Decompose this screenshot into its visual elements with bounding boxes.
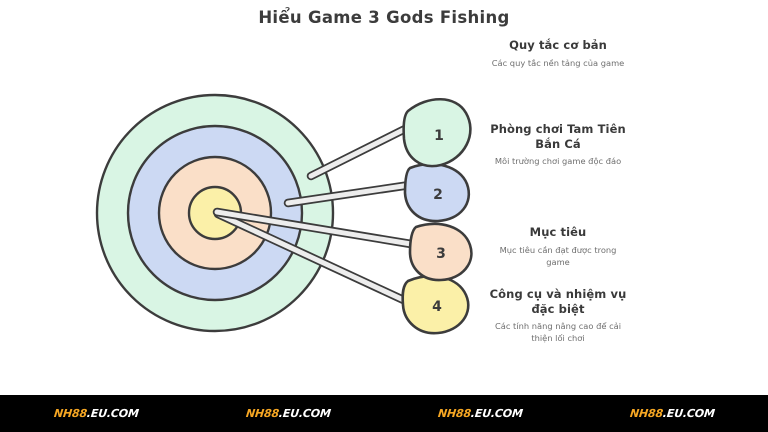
dart-4-flag [401,274,470,335]
section-3: Mục tiêu Mục tiêu cần đạt được trong gam… [488,225,628,268]
watermark-2-tld: .EU.COM [277,407,332,420]
dart-4-number: 4 [432,299,442,315]
watermark-slot-4: NH88.EU.COM [576,407,768,420]
section-1-body: Các quy tắc nền tảng của game [491,57,625,68]
target-and-darts-illustration: 4 3 2 1 [95,93,473,335]
watermark-3-brand: NH88 [436,407,472,420]
watermark-slot-3: NH88.EU.COM [384,407,576,420]
watermark-bar: NH88.EU.COM NH88.EU.COM NH88.EU.COM NH88… [0,395,768,432]
dart-1-number: 1 [434,128,444,144]
section-1-heading: Quy tắc cơ bản [509,38,607,52]
dart-2[interactable]: 2 [283,162,470,223]
dart-3-number: 3 [436,246,446,262]
section-2-body: Môi trường chơi game độc đáo [494,156,622,167]
watermark-2-brand: NH88 [244,407,280,420]
watermark-4-brand: NH88 [628,407,664,420]
dart-2-shaft-fill [285,182,413,206]
watermark-4-tld: .EU.COM [661,407,716,420]
watermark-4: NH88.EU.COM [629,407,715,420]
watermark-3: NH88.EU.COM [437,407,523,420]
watermark-slot-2: NH88.EU.COM [192,407,384,420]
dart-3-shaft-fill [214,209,420,248]
dart-2-number: 2 [433,187,443,203]
dart-4[interactable]: 4 [213,209,470,335]
sections-column: Quy tắc cơ bản Các quy tắc nền tảng của … [488,0,628,395]
section-4-heading: Công cụ và nhiệm vụ đặc biệt [489,287,627,316]
section-2-heading: Phòng chơi Tam Tiên Bắn Cá [490,122,626,151]
dart-1[interactable]: 1 [306,98,472,181]
dart-3[interactable]: 3 [212,207,473,282]
watermark-2: NH88.EU.COM [245,407,331,420]
page-title: Hiểu Game 3 Gods Fishing [258,8,510,27]
section-4-body: Các tính năng nâng cao để cải thiện lối … [494,321,622,344]
watermark-slot-1: NH88.EU.COM [0,407,192,420]
section-4: Công cụ và nhiệm vụ đặc biệt Các tính nă… [488,287,628,345]
dart-3-flag [408,222,473,282]
section-3-body: Mục tiêu cần đạt được trong game [499,244,617,267]
section-1: Quy tắc cơ bản Các quy tắc nền tảng của … [488,38,628,70]
watermark-1: NH88.EU.COM [53,407,139,420]
watermark-1-tld: .EU.COM [85,407,140,420]
dart-1-shaft-fill [308,124,412,179]
section-3-heading: Mục tiêu [529,225,587,239]
dart-1-flag [402,98,472,168]
dart-4-shaft-fill [215,211,413,306]
dart-2-flag [403,162,470,223]
section-2: Phòng chơi Tam Tiên Bắn Cá Môi trường ch… [488,122,628,168]
watermark-3-tld: .EU.COM [469,407,524,420]
watermark-1-brand: NH88 [52,407,88,420]
